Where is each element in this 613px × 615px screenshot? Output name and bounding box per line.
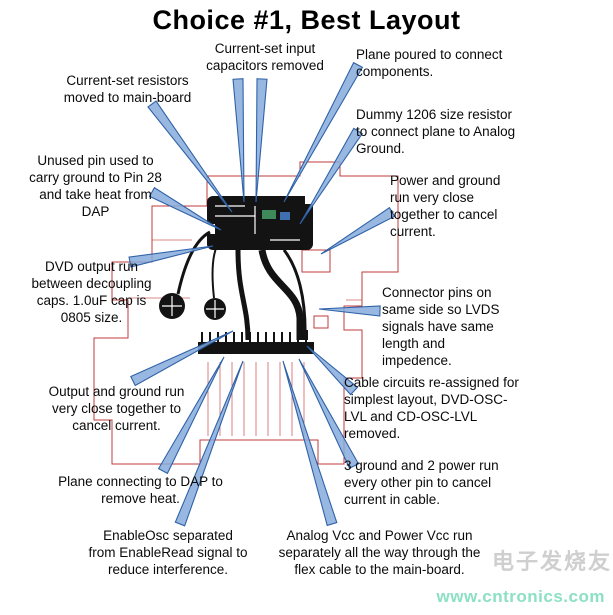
callout-arrow: [282, 360, 338, 527]
copper-pour: [207, 196, 313, 250]
callout-arrow: [255, 78, 268, 203]
cable-conductors: [207, 362, 305, 436]
callout-arrow: [320, 206, 396, 255]
note-current-set-capacitors: Current-set input capacitors removed: [206, 41, 324, 73]
signal-trace: [176, 230, 211, 295]
board-detail-rect: [313, 315, 329, 329]
mounting-hole-left: [159, 293, 185, 319]
component-detail: [280, 212, 290, 220]
note-power-ground-close: Power and ground run very close together…: [390, 173, 501, 239]
component-detail: [262, 210, 276, 219]
note-dummy-resistor: Dummy 1206 size resistor to connect plan…: [356, 107, 516, 156]
callout-arrow: [306, 345, 359, 396]
signal-trace: [258, 249, 304, 340]
note-connector-pins: Connector pins on same side so LVDS sign…: [382, 285, 500, 368]
note-current-set-resistors: Current-set resistors moved to main-boar…: [63, 73, 192, 105]
signal-trace: [282, 249, 307, 339]
callout-arrow: [128, 245, 214, 268]
callout-arrow: [174, 360, 244, 527]
callout-arrow: [147, 100, 233, 213]
copper-notch: [305, 196, 313, 204]
callout-arrow: [232, 78, 245, 203]
board-outline-path: [93, 161, 399, 465]
mounting-hole-right: [204, 298, 226, 320]
note-unused-pin: Unused pin used to carry ground to Pin 2…: [29, 153, 162, 219]
copper-notch: [207, 224, 215, 234]
connector-bar: [198, 342, 314, 354]
connector-teeth: [201, 332, 307, 342]
board-detail-rect: [301, 249, 331, 273]
note-cable-circuits: Cable circuits re-assigned for simplest …: [344, 375, 519, 441]
callout-arrow: [148, 186, 222, 231]
callout-arrow: [130, 330, 234, 387]
watermark-logo: 电子发烧友: [492, 549, 613, 574]
signal-trace: [235, 249, 251, 341]
note-plane-poured: Plane poured to connect components.: [356, 47, 503, 79]
note-dvd-output: DVD output run between decoupling caps. …: [31, 259, 152, 325]
signal-trace: [211, 237, 223, 299]
watermark-site: www.cntronics.com: [436, 587, 605, 606]
callout-arrow: [299, 127, 364, 225]
note-output-ground-close: Output and ground run very close togethe…: [48, 384, 185, 433]
note-analog-power-vcc: Analog Vcc and Power Vcc run separately …: [278, 528, 481, 577]
callout-arrow: [283, 61, 364, 203]
page-title: Choice #1, Best Layout: [152, 5, 461, 35]
callout-arrow: [318, 305, 381, 317]
note-plane-dap: Plane connecting to DAP to remove heat.: [58, 474, 223, 506]
note-enableosc: EnableOsc separated from EnableRead sign…: [88, 528, 248, 577]
callout-arrow: [298, 358, 360, 470]
callout-arrow: [157, 356, 225, 475]
note-ground-power-cable: 3 ground and 2 power run every other pin…: [344, 458, 499, 507]
callout-arrows: [128, 61, 396, 527]
connector-pad: [298, 330, 308, 340]
copper-pour-detail: [215, 205, 300, 241]
